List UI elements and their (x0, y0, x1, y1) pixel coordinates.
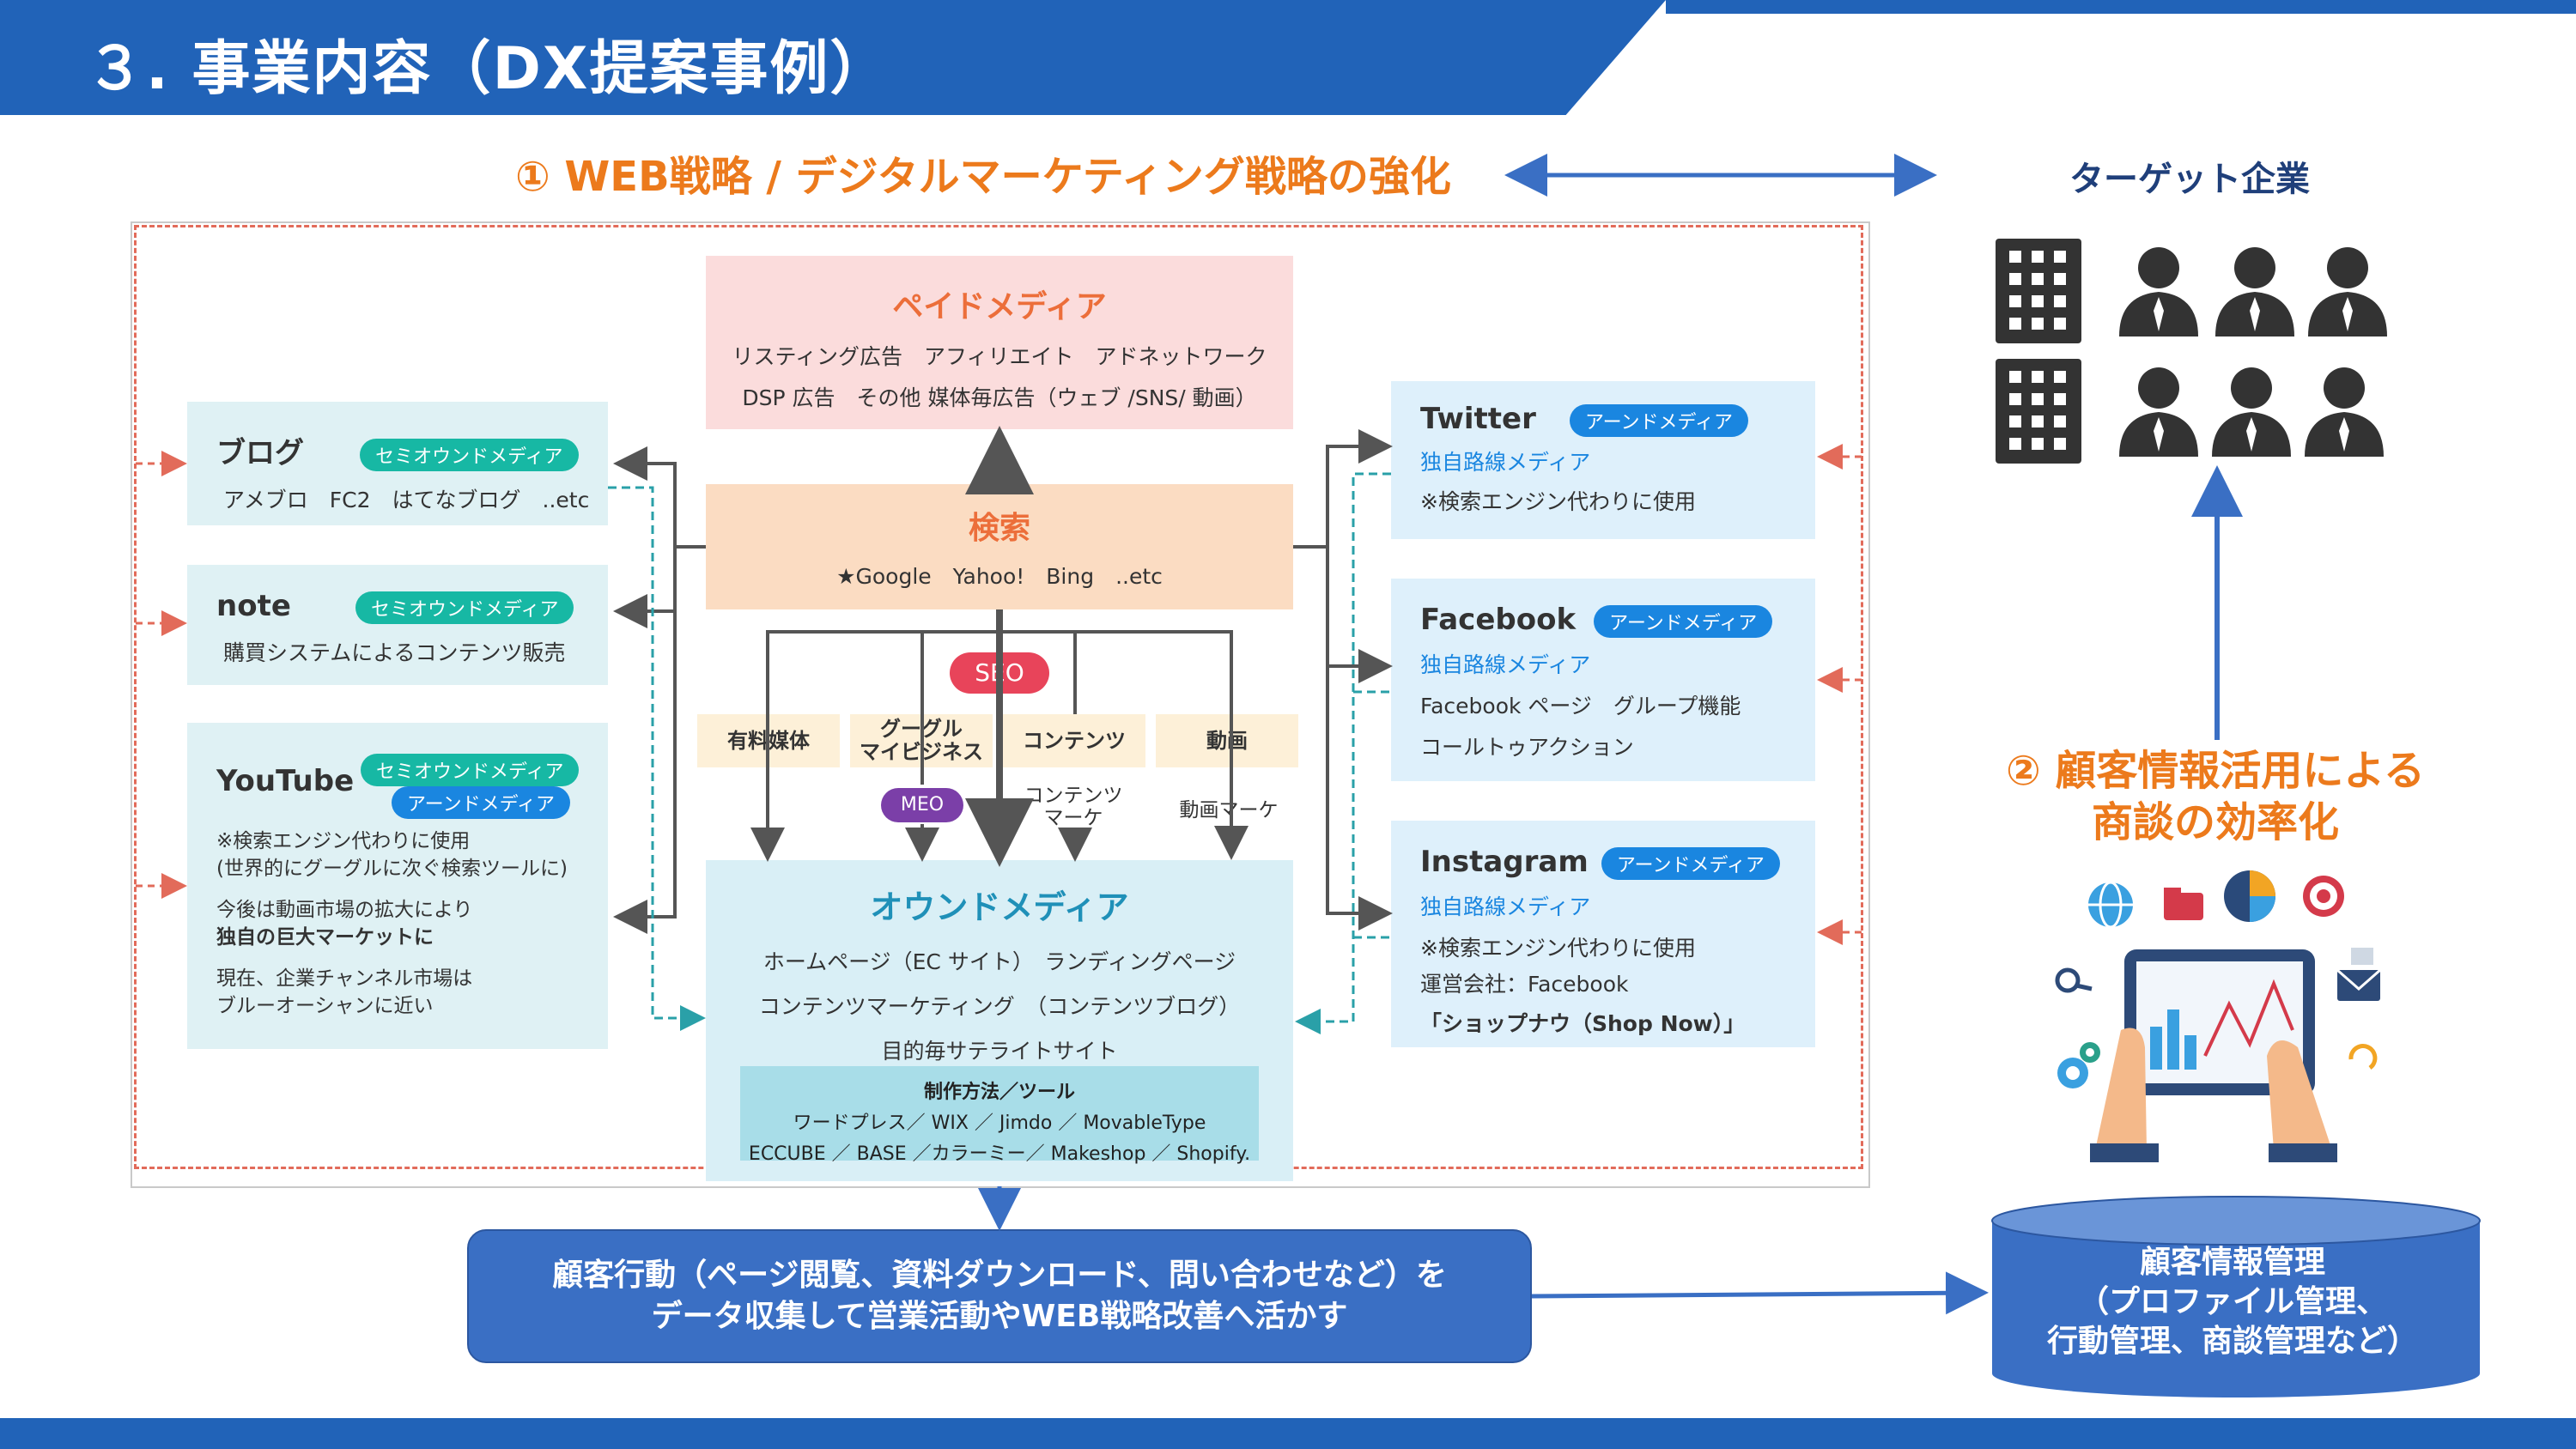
instagram-line2: 運営会社：Facebook (1420, 972, 1629, 997)
twitter-title: Twitter (1420, 402, 1536, 436)
instagram-box: Instagram アーンドメディア 独自路線メディア ※検索エンジン代わりに使… (1391, 821, 1815, 1047)
owned-media-title: オウンドメディア (870, 888, 1129, 926)
search-box: 検索 ★Google Yahoo! Bing ..etc (706, 484, 1293, 609)
refresh-icon (2348, 1044, 2378, 1070)
folder-icon (2164, 888, 2203, 920)
database-line2: （プロファイル管理、 (2077, 1284, 2387, 1319)
seo-connectors (750, 609, 1249, 867)
youtube-line6: ブルーオーシャンに近い (216, 995, 434, 1017)
globe-icon (2088, 881, 2133, 929)
target-icon (2303, 876, 2344, 917)
instagram-line1: ※検索エンジン代わりに使用 (1420, 936, 1696, 961)
meo-badge: MEO (881, 788, 963, 822)
tools-line2: ECCUBE ／ BASE ／カラーミー／ Makeshop ／ Shopify… (748, 1143, 1251, 1165)
youtube-badge-earned: アーンドメディア (392, 786, 571, 819)
youtube-line3: 今後は動画市場の拡大により (216, 899, 473, 921)
content-marketing-line1: コンテンツ (1024, 785, 1123, 807)
channel-video: 動画 (1156, 714, 1298, 767)
instagram-sub: 独自路線メディア (1420, 894, 1591, 919)
gear-icon (2057, 1042, 2100, 1088)
youtube-line2: (世界的にグーグルに次ぐ検索ツールに) (216, 858, 568, 880)
note-box: note セミオウンドメディア 購買システムによるコンテンツ販売 (187, 565, 608, 685)
facebook-sub: 独自路線メディア (1420, 652, 1591, 677)
twitter-desc: ※検索エンジン代わりに使用 (1420, 489, 1696, 514)
database-label: 顧客情報管理 （プロファイル管理、 行動管理、商談管理など） (1992, 1243, 2473, 1361)
building-icon (1996, 239, 2081, 343)
paid-media-title: ペイドメディア (892, 289, 1107, 324)
section1-headline: ① WEB戦略 / デジタルマーケティング戦略の強化 (515, 153, 1451, 201)
title-stripe (1666, 0, 2576, 14)
instagram-title: Instagram (1420, 845, 1589, 879)
blog-badge: セミオウンドメディア (360, 439, 579, 471)
database-line1: 顧客情報管理 (2139, 1245, 2325, 1280)
database-line3: 行動管理、商談管理など） (2046, 1324, 2418, 1359)
twitter-sub: 独自路線メディア (1420, 450, 1591, 475)
note-desc: 購買システムによるコンテンツ販売 (223, 640, 566, 665)
owned-media-box: オウンドメディア ホームページ（EC サイト） ランディングページ コンテンツマ… (706, 860, 1293, 1181)
paid-media-line1: リスティング広告 アフィリエイト アドネットワーク (732, 344, 1267, 369)
teal-dashed-connectors (608, 472, 1391, 1034)
youtube-box: YouTube セミオウンドメディア アーンドメディア ※検索エンジン代わりに使… (187, 723, 608, 1049)
customer-behavior-line2: データ収集して営業活動やWEB戦略改善へ活かす (651, 1299, 1348, 1334)
facebook-badge: アーンドメディア (1594, 605, 1773, 638)
title-bar (0, 0, 1666, 115)
bottom-bar (0, 1418, 2576, 1449)
section2-line2: 商談の効率化 (2091, 798, 2339, 846)
search-title: 検索 (968, 511, 1030, 546)
pie-chart-icon (2224, 870, 2275, 922)
facebook-title: Facebook (1420, 603, 1577, 637)
blog-items: アメブロ FC2 はてなブログ ..etc (223, 488, 590, 512)
youtube-line4: 独自の巨大マーケットに (216, 926, 434, 949)
twitter-box: Twitter アーンドメディア 独自路線メディア ※検索エンジン代わりに使用 (1391, 381, 1815, 539)
owned-media-line2: コンテンツマーケティング （コンテンツブログ） (758, 994, 1241, 1019)
paid-media-box: ペイドメディア リスティング広告 アフィリエイト アドネットワーク DSP 広告… (706, 256, 1293, 429)
tools-line1: ワードプレス／ WIX ／ Jimdo ／ MovableType (793, 1113, 1206, 1134)
note-title: note (216, 589, 291, 623)
target-title: ターゲット企業 (2069, 160, 2310, 199)
facebook-line2: コールトゥアクション (1420, 735, 1634, 760)
video-marketing-label: 動画マーケ (1179, 799, 1279, 822)
tools-title: 制作方法／ツール (923, 1082, 1075, 1103)
youtube-badge-semi: セミオウンドメディア (361, 754, 580, 786)
section2-title: ② 顧客情報活用による 商談の効率化 (1975, 745, 2456, 848)
owned-media-line1: ホームページ（EC サイト） ランディングページ (762, 949, 1236, 974)
red-dashed-arrows (136, 444, 1862, 945)
content-marketing-label: コンテンツ マーケ (1022, 785, 1125, 829)
twitter-badge: アーンドメディア (1569, 404, 1748, 437)
page-title: ３. 事業内容（DX提案事例） (86, 35, 890, 103)
left-connectors (613, 446, 706, 934)
note-badge: セミオウンドメディア (355, 591, 574, 624)
instagram-badge: アーンドメディア (1601, 847, 1780, 880)
blog-title: ブログ (216, 436, 304, 470)
database-icon (1991, 1196, 2481, 1397)
instagram-line3: 「ショップナウ（Shop Now）」 (1420, 1011, 1746, 1036)
customer-behavior-line1: 顧客行動（ページ閲覧、資料ダウンロード、問い合わせなど）を (552, 1258, 1447, 1293)
section2-line1: ② 顧客情報活用による (2006, 747, 2425, 795)
tablet-chart-icon (2090, 949, 2337, 1162)
right-connectors (1293, 429, 1393, 931)
person-icons (2119, 247, 2387, 457)
search-magnifier-icon (2055, 967, 2093, 993)
channel-content: コンテンツ (1003, 714, 1145, 767)
youtube-line5: 現在、企業チャンネル市場は (216, 967, 473, 990)
bottom-to-database-arrow (1531, 1271, 1989, 1315)
tools-box: 制作方法／ツール ワードプレス／ WIX ／ Jimdo ／ MovableTy… (740, 1066, 1259, 1165)
customer-behavior-box: 顧客行動（ページ閲覧、資料ダウンロード、問い合わせなど）を データ収集して営業活… (467, 1229, 1532, 1363)
paid-media-line2: DSP 広告 その他 媒体毎広告（ウェブ /SNS/ 動画） (742, 385, 1257, 410)
owned-media-line3: 目的毎サテライトサイト (881, 1039, 1118, 1064)
mail-icon (2336, 948, 2381, 1001)
blog-box: ブログ セミオウンドメディア アメブロ FC2 はてなブログ ..etc (187, 402, 608, 525)
content-marketing-line2: マーケ (1043, 807, 1103, 829)
facebook-line1: Facebook ページ グループ機能 (1420, 694, 1741, 718)
youtube-line1: ※検索エンジン代わりに使用 (216, 830, 471, 852)
search-engines: ★Google Yahoo! Bing ..etc (836, 564, 1163, 589)
building-icon (1996, 359, 2081, 464)
facebook-box: Facebook アーンドメディア 独自路線メディア Facebook ページ … (1391, 579, 1815, 781)
youtube-title: YouTube (216, 764, 355, 798)
